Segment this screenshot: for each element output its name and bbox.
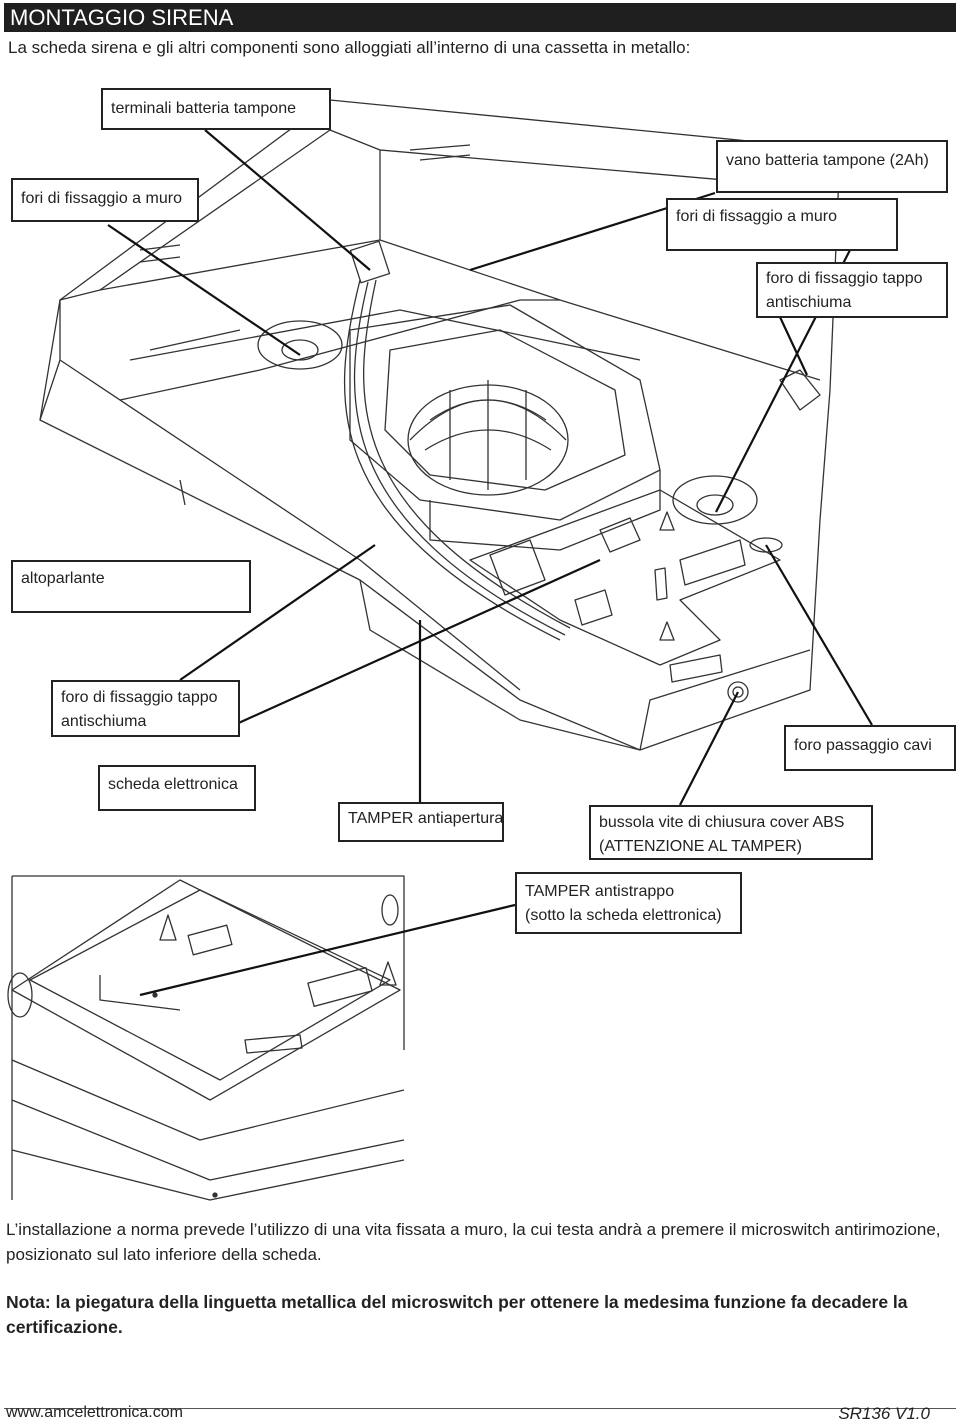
label-foro-tappo-right: foro di fissaggio tappo antischiuma: [756, 262, 948, 318]
detail-view-drawing: [7, 875, 405, 1201]
warning-note-line1: Nota: la piegatura della linguetta metal…: [6, 1292, 908, 1312]
label-vano-batteria: vano batteria tampone (2Ah): [716, 140, 948, 193]
label-bussola-vite-line2: (ATTENZIONE AL TAMPER): [599, 838, 802, 855]
label-tamper-antistrappo-line2: (sotto la scheda elettronica): [525, 907, 722, 924]
label-fori-muro-right: fori di fissaggio a muro: [666, 198, 898, 251]
installation-note-line1: L’installazione a norma prevede l’utiliz…: [6, 1220, 941, 1239]
label-terminali-batteria: terminali batteria tampone: [101, 88, 331, 130]
label-foro-tappo-right-line1: foro di fissaggio tappo: [766, 270, 923, 287]
battery-wires-drawing: [344, 240, 571, 641]
label-foro-passaggio-cavi: foro passaggio cavi: [784, 725, 956, 771]
label-foro-tappo-left-line2: antischiuma: [61, 713, 147, 730]
intro-text: La scheda sirena e gli altri componenti …: [8, 38, 691, 57]
speaker-drawing: [349, 304, 661, 551]
footer-divider: [4, 1408, 956, 1409]
installation-note-line2: posizionato sul lato inferiore della sch…: [6, 1245, 322, 1264]
label-scheda-elettronica: scheda elettronica: [98, 765, 256, 811]
label-tamper-antistrappo-line1: TAMPER antistrappo: [525, 883, 675, 900]
label-bussola-vite: bussola vite di chiusura cover ABS (ATTE…: [589, 805, 873, 860]
footer-website[interactable]: www.amcelettronica.com: [6, 1404, 183, 1421]
footer-doc-code: SR136 V1.0: [838, 1404, 930, 1423]
warning-note-line2: certificazione.: [6, 1317, 123, 1337]
circuit-board-drawing: [469, 489, 781, 703]
fixing-holes-drawing: [257, 320, 783, 553]
label-tamper-antistrappo: TAMPER antistrappo (sotto la scheda elet…: [515, 872, 742, 934]
label-fori-muro-left: fori di fissaggio a muro: [11, 178, 199, 222]
label-tamper-antiapertura: TAMPER antiapertura: [338, 802, 504, 842]
label-foro-tappo-left-line1: foro di fissaggio tappo: [61, 689, 218, 706]
label-bussola-vite-line1: bussola vite di chiusura cover ABS: [599, 814, 845, 831]
label-altoparlante: altoparlante: [11, 560, 251, 613]
label-foro-tappo-left: foro di fissaggio tappo antischiuma: [51, 680, 240, 737]
page-title: MONTAGGIO SIRENA: [4, 3, 956, 32]
label-foro-tappo-right-line2: antischiuma: [766, 294, 852, 311]
